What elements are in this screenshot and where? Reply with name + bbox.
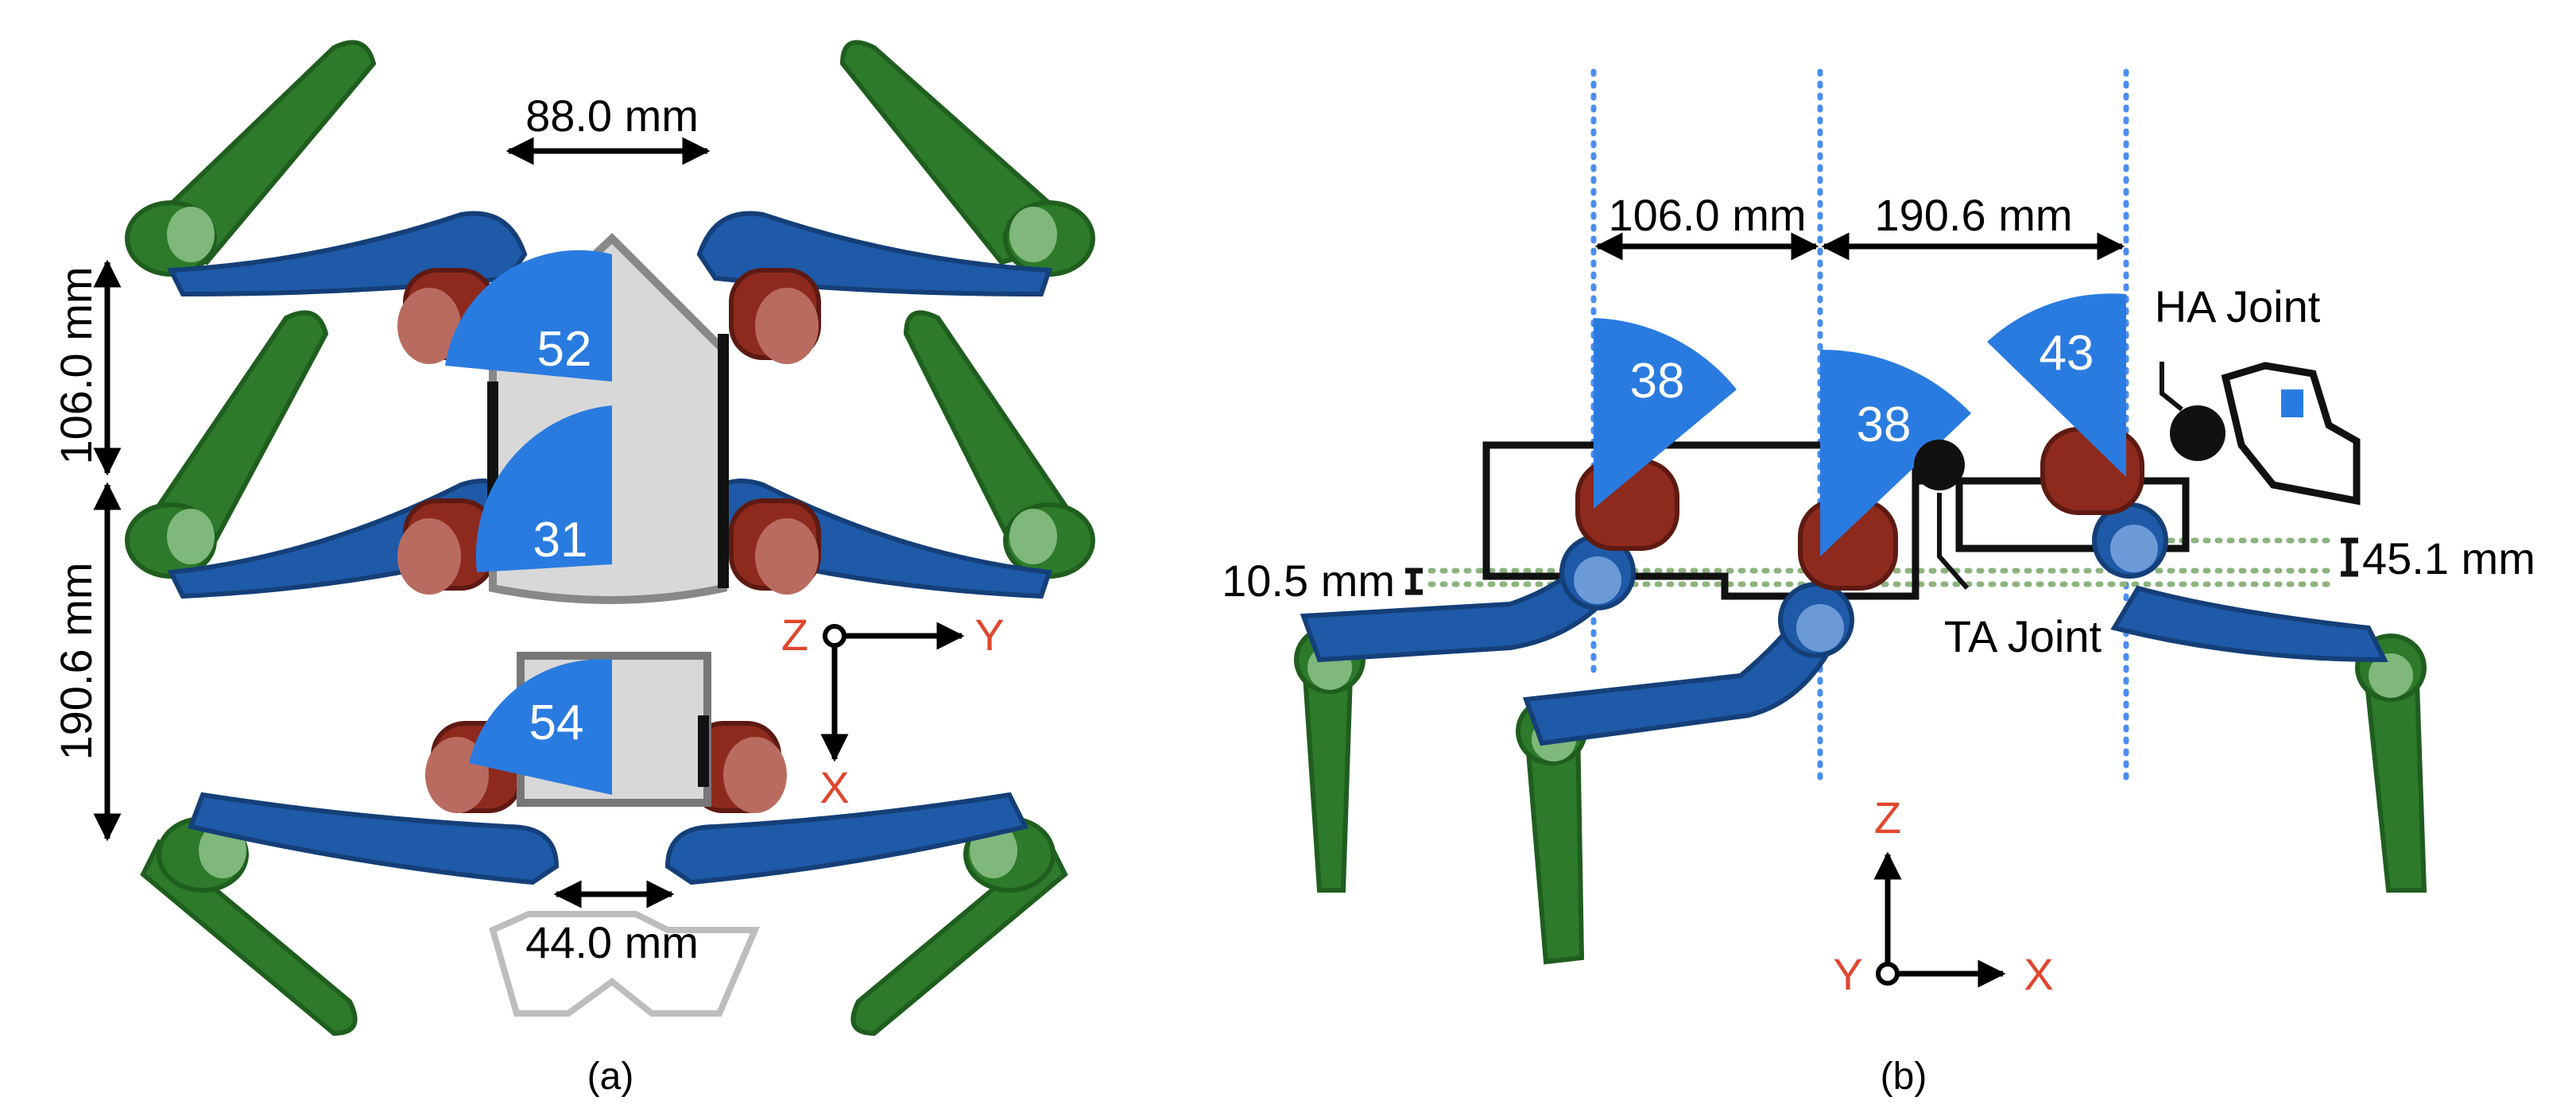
- body-side-outline: [1482, 441, 2190, 600]
- panel-b: 38 38 43 HA Joint TA Joint 106.0 mm 190.…: [1222, 68, 2535, 1098]
- spacing1-b-label: 106.0 mm: [1609, 190, 1807, 240]
- head-eye: [2281, 389, 2303, 417]
- axis-y-label-b: Y: [1833, 949, 1862, 999]
- head-outline: [2221, 362, 2361, 506]
- coordinate-frame-b: [1873, 851, 2006, 988]
- axis-z-label-b: Z: [1874, 792, 1901, 843]
- width-rear-label: 44.0 mm: [525, 917, 699, 967]
- ta-joint-label: TA Joint: [1944, 611, 2102, 661]
- angle-label-mid-a: 31: [533, 513, 588, 568]
- spacing2-b-label: 190.6 mm: [1875, 190, 2073, 240]
- coordinate-frame-a: [820, 622, 965, 762]
- caption-b: (b): [1881, 1056, 1927, 1098]
- height-front-bracket: [2341, 537, 2358, 577]
- panel-a: 52 31 54 88.0 mm 44.0 mm 106.0 mm 190.6 …: [51, 40, 1095, 1098]
- angle-label-front-a: 52: [537, 322, 592, 377]
- axis-x-label-b: X: [2024, 949, 2053, 999]
- angle-label-front-b: 43: [2039, 326, 2094, 381]
- red-hip-motors: [397, 268, 821, 813]
- axis-z-label-a: Z: [781, 610, 808, 660]
- axis-x-label-a: X: [819, 762, 849, 812]
- axis-y-label-a: Y: [974, 610, 1004, 660]
- ha-joint-label: HA Joint: [2155, 281, 2321, 331]
- angle-sectors-b: [1594, 293, 2126, 556]
- blue-legs-side: [1300, 502, 2388, 746]
- spacing2-a-label: 190.6 mm: [51, 563, 101, 761]
- width-front-label: 88.0 mm: [525, 91, 699, 141]
- ha-joint-marker: [2170, 405, 2225, 461]
- caption-a: (a): [587, 1056, 634, 1098]
- ta-joint-marker: [1914, 440, 1965, 490]
- green-legs-side: [1294, 626, 2427, 965]
- height-rear-label: 10.5 mm: [1222, 556, 1395, 606]
- ta-joint-leader: [1937, 493, 1970, 590]
- height-front-label: 45.1 mm: [2362, 533, 2535, 583]
- angle-sectors-a: [445, 250, 612, 795]
- height-rear-bracket: [1405, 568, 1423, 595]
- angle-label-mid-b: 38: [1857, 397, 1912, 452]
- angle-label-rear-a: 54: [529, 695, 584, 750]
- angle-label-rear-b: 38: [1630, 354, 1685, 409]
- spacing1-a-label: 106.0 mm: [51, 267, 101, 465]
- ha-joint-leader: [2160, 362, 2183, 412]
